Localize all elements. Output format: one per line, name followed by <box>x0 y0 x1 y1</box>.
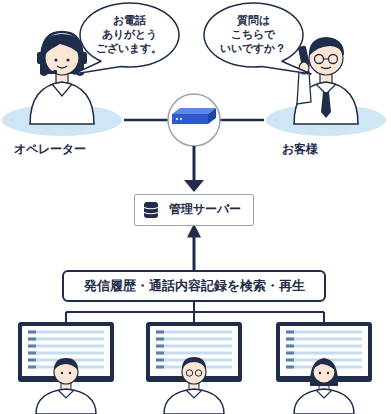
workstation <box>316 390 332 398</box>
operator-figure <box>37 52 44 64</box>
operator-figure <box>66 58 69 61</box>
workstation <box>294 389 354 414</box>
operator-figure <box>30 82 94 124</box>
bubble-outline <box>73 3 178 74</box>
speech-bubble: 質問は こちらで いいですか？ <box>203 2 304 68</box>
operator-figure <box>45 38 80 54</box>
customer-figure <box>321 92 331 118</box>
workstation <box>156 332 164 367</box>
network-device <box>172 114 208 124</box>
workstation <box>164 389 224 414</box>
node-text: 質問は こちらで いいですか？ <box>218 14 288 57</box>
network-device <box>176 118 178 120</box>
network-device <box>168 94 220 146</box>
node-text: オペレーター <box>14 142 86 158</box>
node-text: 発信履歴・通話内容記録を検索・再生 <box>84 278 305 295</box>
workstation <box>327 372 329 374</box>
network-device <box>193 146 196 180</box>
node-text: お電話 ありがとう ございます。 <box>94 14 164 57</box>
network-device <box>180 118 182 120</box>
workstation <box>313 360 335 370</box>
workstation <box>319 372 321 374</box>
customer-figure <box>321 67 331 69</box>
workstation <box>276 322 372 414</box>
role-label: オペレーター <box>0 104 124 160</box>
operator-figure <box>53 70 57 74</box>
connector <box>193 232 196 270</box>
workstation <box>286 332 294 367</box>
operator-figure <box>80 52 87 64</box>
node-text: お客様 <box>282 142 318 158</box>
workstation <box>36 389 96 414</box>
bubble-outline <box>204 3 311 74</box>
workstation <box>69 372 71 374</box>
workstation <box>28 332 36 367</box>
operator-figure <box>57 66 67 68</box>
workstation <box>186 370 192 376</box>
workstation <box>313 361 335 383</box>
customer-figure <box>324 58 329 59</box>
workstation <box>58 390 74 398</box>
operator-figure <box>42 32 82 56</box>
node-text: 管理サーバー <box>169 202 241 218</box>
operator-figure <box>54 58 57 61</box>
network-device <box>184 180 204 192</box>
database-icon <box>144 207 158 213</box>
database-icon <box>144 202 158 218</box>
workstation <box>61 372 63 374</box>
operator-figure <box>52 84 72 96</box>
customer-figure <box>315 55 324 64</box>
workstation <box>146 322 242 414</box>
workstation <box>18 322 114 414</box>
server-box: 管理サーバー <box>134 194 254 226</box>
workstation <box>276 322 372 382</box>
operator-figure <box>41 63 53 72</box>
role-label: お客様 <box>264 104 391 160</box>
workstation <box>310 358 338 386</box>
workstation <box>195 370 201 376</box>
distribution-lines <box>66 302 324 322</box>
customer-figure <box>309 37 344 56</box>
workstation <box>182 357 206 369</box>
workstation <box>186 390 202 398</box>
workstation <box>54 358 78 370</box>
action-band: 発信履歴・通話内容記録を検索・再生 <box>62 270 326 302</box>
customer-figure <box>329 55 338 64</box>
speech-bubble: お電話 ありがとう ございます。 <box>79 2 180 68</box>
database-icon <box>143 201 159 219</box>
customer-figure <box>297 72 311 104</box>
network-device <box>208 108 216 124</box>
